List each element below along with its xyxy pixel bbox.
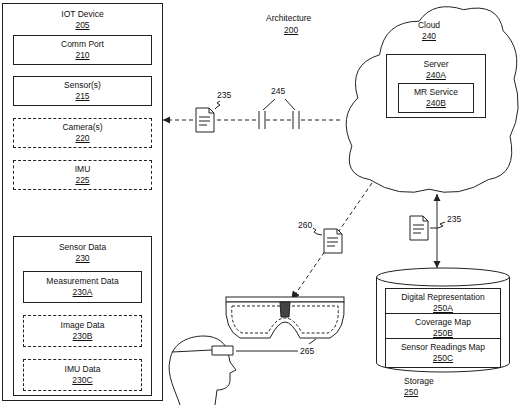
- server-box: Server240A MR Service240B: [386, 54, 486, 118]
- person-head: [169, 336, 236, 405]
- leader-line: [263, 99, 295, 110]
- arrow-head: [434, 261, 441, 268]
- reference-number: 220: [75, 133, 89, 144]
- storage-cylinder: Storage250Digital Representation250ACove…: [376, 268, 510, 372]
- reference-number: 240B: [426, 98, 446, 109]
- squiggle-leader: [313, 228, 322, 235]
- box-label: Server: [423, 59, 448, 70]
- box-label: Camera(s): [62, 122, 102, 133]
- text-block: Sensor Data230: [14, 237, 151, 264]
- text-block: Comm Port210: [14, 36, 151, 64]
- device-box: IOT Device205Comm Port210Sensor(s)215Cam…: [2, 3, 163, 401]
- reference-number: 240A: [426, 70, 446, 81]
- box-label: Sensor Readings Map: [401, 342, 485, 353]
- box-label: MR Service: [414, 87, 458, 98]
- text-block: MR Service240B: [399, 84, 473, 112]
- headset-frame: [226, 302, 344, 338]
- box-label: Digital Representation: [401, 292, 485, 303]
- cloud-shape: Cloud240Server240A MR Service240B: [340, 2, 518, 194]
- box-label: Storage: [404, 376, 434, 387]
- worn-headset: [212, 346, 233, 355]
- reference-number: 250C: [433, 353, 453, 364]
- headset-band: [226, 297, 344, 302]
- connector-line: [163, 120, 340, 121]
- box-label: IOT Device: [61, 9, 103, 20]
- arrow-head: [163, 117, 170, 124]
- cylinder-rim: [377, 277, 510, 286]
- reference-number: 230C: [72, 375, 92, 386]
- callout-number: 260: [298, 220, 312, 231]
- reference-number: 230A: [73, 287, 93, 298]
- callout-number: 245: [271, 86, 285, 97]
- cylinder-body: [377, 268, 510, 372]
- reference-number: 210: [75, 50, 89, 61]
- service-box: MR Service240B: [398, 83, 474, 113]
- text-block: Storage250: [404, 376, 434, 398]
- callout-number: 235: [217, 90, 231, 101]
- box-label: Cloud: [418, 20, 440, 31]
- box-label: Sensor(s): [64, 80, 101, 91]
- box-label: Measurement Data: [46, 276, 118, 287]
- squiggle-leader: [215, 101, 220, 109]
- box-label: Coverage Map: [415, 317, 471, 328]
- text-block: Measurement Data230A: [24, 272, 141, 302]
- text-block: Sensor(s)215: [14, 77, 151, 105]
- text-block: Camera(s)220: [14, 119, 151, 147]
- connector-line: [437, 194, 438, 268]
- reference-number: 240: [422, 31, 436, 42]
- component-box: Comm Port210: [13, 35, 152, 65]
- box-label: IMU Data: [65, 364, 101, 375]
- storage-item-box: Sensor Readings Map250C: [385, 338, 501, 368]
- optional-data-box: Image Data230B: [23, 315, 142, 347]
- box-label: Comm Port: [61, 39, 104, 50]
- arrow-head: [434, 194, 441, 201]
- box-label: Image Data: [61, 320, 105, 331]
- data-box: Sensor Data230Measurement Data230A Image …: [13, 236, 152, 396]
- squiggle-leader: [430, 222, 445, 228]
- optional-component-box: IMU225: [13, 160, 152, 190]
- diagram-title-label: Architecture: [266, 13, 311, 24]
- component-box: Sensor(s)215: [13, 76, 152, 106]
- text-block: IMU225: [14, 161, 151, 189]
- box-label: Sensor Data: [59, 242, 106, 253]
- reference-number: 230: [75, 253, 89, 264]
- line-break-mark: [259, 111, 265, 129]
- reference-number: 200: [284, 25, 298, 36]
- text-block: Image Data230B: [24, 316, 141, 346]
- text-block: Server240A: [387, 55, 485, 81]
- text-block: Sensor Readings Map250C: [386, 339, 500, 367]
- reference-number: 205: [75, 20, 89, 31]
- line-break-mark: [293, 111, 299, 129]
- data-item-box: Measurement Data230A: [23, 271, 142, 303]
- reference-number: 250: [404, 387, 418, 398]
- document-icon-detail: [199, 108, 214, 125]
- reference-number: 230B: [73, 331, 93, 342]
- callout-number: 235: [447, 214, 461, 225]
- optional-component-box: Camera(s)220: [13, 118, 152, 148]
- text-block: Cloud240: [340, 2, 518, 42]
- text-block: IMU Data230C: [24, 360, 141, 390]
- text-block: IOT Device205: [3, 4, 162, 31]
- box-label: IMU: [75, 164, 91, 175]
- document-icon: [324, 229, 342, 253]
- document-icon: [196, 108, 214, 132]
- cloud-outline-path: [346, 7, 518, 193]
- optional-data-box: IMU Data230C: [23, 359, 142, 391]
- reference-number: 225: [75, 175, 89, 186]
- headset-strap: [172, 350, 212, 352]
- document-icon: [410, 216, 428, 240]
- callout-number: 265: [300, 346, 314, 357]
- headset-bridge: [280, 302, 290, 317]
- reference-number: 215: [75, 91, 89, 102]
- document-icon-detail: [413, 216, 428, 233]
- document-icon-detail: [327, 229, 342, 246]
- data-flow-arrow: [292, 183, 372, 299]
